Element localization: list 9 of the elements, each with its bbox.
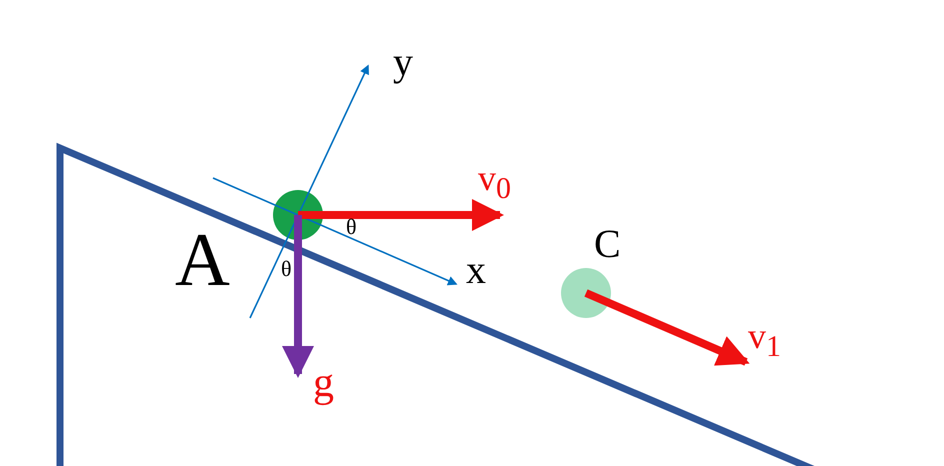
point-label: A — [175, 222, 230, 298]
axis-label: x — [466, 250, 486, 290]
angle-label: θ — [281, 258, 292, 280]
point-label: C — [594, 224, 621, 264]
angle-label: θ — [346, 216, 357, 238]
gravity-label: g — [313, 362, 334, 404]
velocity-label: v$_{0}$ — [478, 160, 511, 204]
velocity-label: v$_{1}$ — [748, 318, 781, 362]
axis-label: y — [393, 42, 413, 82]
